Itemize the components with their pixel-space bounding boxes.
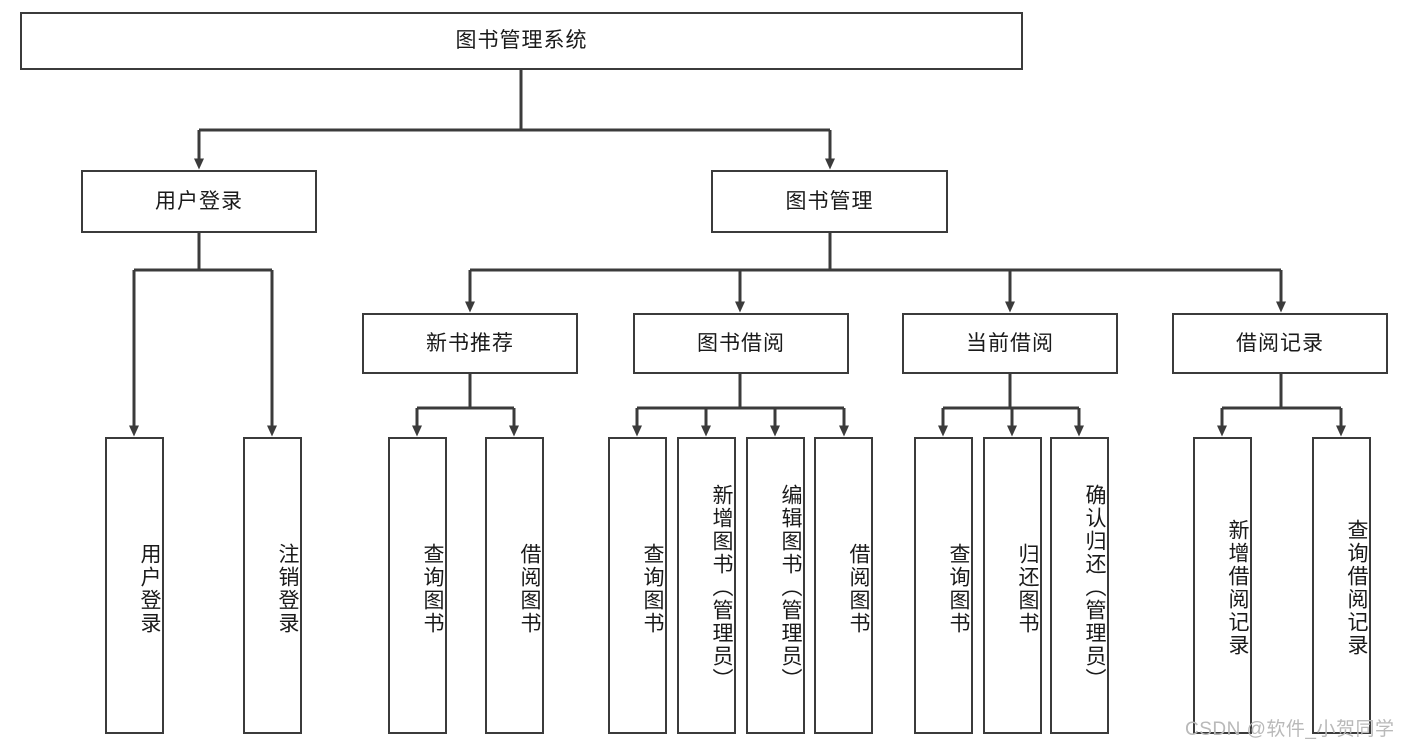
node-book-manage-label: 图书管理 [785,189,874,213]
node-leaf-borrow-book-1[interactable]: 借阅图书 [485,437,544,734]
watermark-text: CSDN @软件_小贺同学 [1185,719,1395,740]
node-leaf-return-book-label: 归还图书 [1016,542,1039,635]
node-leaf-confirm-return[interactable]: 确认归还（管理员） [1050,437,1109,734]
node-leaf-query-record[interactable]: 查询借阅记录 [1312,437,1371,734]
node-current-borrow[interactable]: 当前借阅 [902,313,1118,374]
node-leaf-user-logout[interactable]: 注销登录 [243,437,302,734]
node-book-borrow[interactable]: 图书借阅 [633,313,849,374]
node-current-borrow-label: 当前借阅 [966,331,1054,355]
node-leaf-borrow-book-2[interactable]: 借阅图书 [814,437,873,734]
node-leaf-add-book-label: 新增图书（管理员） [710,484,733,691]
node-leaf-edit-book[interactable]: 编辑图书（管理员） [746,437,805,734]
node-leaf-user-logout-label: 注销登录 [276,542,299,635]
node-leaf-user-login-label: 用户登录 [138,542,161,635]
node-leaf-query-book-2[interactable]: 查询图书 [608,437,667,734]
node-leaf-borrow-book-2-label: 借阅图书 [847,542,870,635]
node-leaf-add-record[interactable]: 新增借阅记录 [1193,437,1252,734]
node-book-manage[interactable]: 图书管理 [711,170,948,233]
node-borrow-record-label: 借阅记录 [1236,331,1324,355]
node-root[interactable]: 图书管理系统 [20,12,1023,70]
node-borrow-record[interactable]: 借阅记录 [1172,313,1388,374]
node-leaf-edit-book-label: 编辑图书（管理员） [779,484,802,691]
node-new-book-recommend[interactable]: 新书推荐 [362,313,578,374]
node-new-book-recommend-label: 新书推荐 [426,331,514,355]
node-leaf-return-book[interactable]: 归还图书 [983,437,1042,734]
node-leaf-query-book-3[interactable]: 查询图书 [914,437,973,734]
node-user-login-label: 用户登录 [155,189,243,213]
node-book-borrow-label: 图书借阅 [697,331,785,355]
node-leaf-query-book-2-label: 查询图书 [641,542,664,635]
node-user-login[interactable]: 用户登录 [81,170,317,233]
node-leaf-add-record-label: 新增借阅记录 [1226,518,1249,657]
node-leaf-add-book[interactable]: 新增图书（管理员） [677,437,736,734]
node-leaf-query-book-3-label: 查询图书 [947,542,970,635]
node-leaf-query-record-label: 查询借阅记录 [1345,518,1368,657]
node-leaf-query-book-1[interactable]: 查询图书 [388,437,447,734]
node-leaf-user-login[interactable]: 用户登录 [105,437,164,734]
node-root-label: 图书管理系统 [455,29,588,53]
node-leaf-query-book-1-label: 查询图书 [421,542,444,635]
node-leaf-borrow-book-1-label: 借阅图书 [518,542,541,635]
node-leaf-confirm-return-label: 确认归还（管理员） [1083,484,1106,691]
